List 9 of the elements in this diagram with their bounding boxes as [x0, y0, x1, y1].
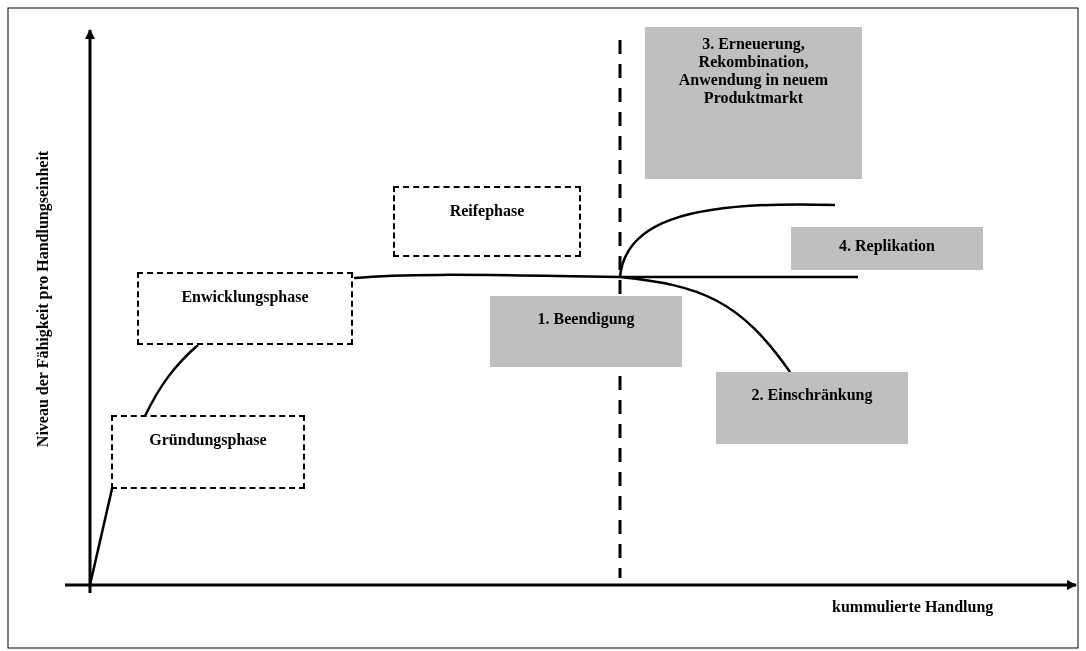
- axis-title: kummulierte Handlung: [832, 598, 994, 616]
- phase-box: Reifephase: [393, 186, 581, 257]
- outcome-box: 3. Erneuerung, Rekombination, Anwendung in neuem Produktmarkt: [645, 27, 862, 179]
- phase-box: Enwicklungsphase: [137, 272, 353, 345]
- phase-box: Gründungsphase: [111, 415, 305, 489]
- outcome-box: 2. Einschränkung: [716, 372, 908, 444]
- outcome-box: 1. Beendigung: [490, 296, 682, 367]
- outcome-box: 4. Replikation: [791, 227, 983, 270]
- axis-title: Niveau der Fähigkeit pro Handlungseinheit: [34, 149, 52, 450]
